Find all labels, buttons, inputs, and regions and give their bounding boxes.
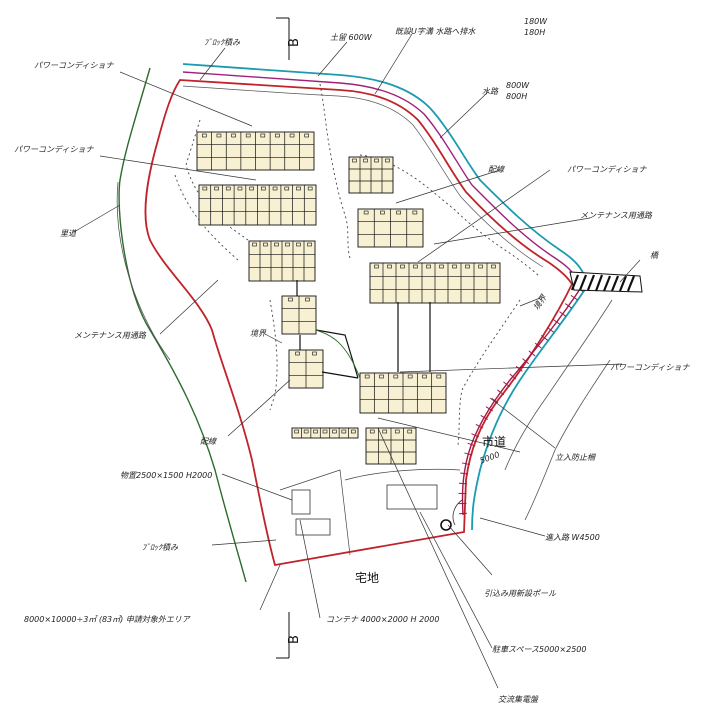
label-pcs-1: パワーコンディショナ <box>34 61 114 70</box>
label-boundary-right: 境界 <box>532 293 549 312</box>
label-parking: 駐車スペース5000×2500 <box>492 645 586 654</box>
fence-line <box>461 285 583 516</box>
label-pole: 引込み用新設ポール <box>484 589 557 598</box>
fence-tick <box>461 462 470 466</box>
label-ac-panel: 交流集電盤 <box>498 695 539 704</box>
ditch-line <box>182 71 579 283</box>
storage-shed <box>291 489 311 515</box>
panel-array <box>357 208 424 248</box>
label-ditch-180w: 180W <box>524 17 548 26</box>
panel-array <box>248 240 316 282</box>
label-city-road-width: 5000 <box>479 450 501 465</box>
panel-array <box>369 262 501 304</box>
entry-road-arc <box>452 499 463 526</box>
label-waterway-800w: 800W <box>506 81 530 90</box>
fence-tick <box>528 350 536 357</box>
label-storage: 物置2500×1500 H2000 <box>120 471 212 480</box>
label-entry-road: 進入路 W4500 <box>545 533 600 542</box>
label-pcs-2: パワーコンディショナ <box>14 145 94 154</box>
label-bridge: 橋 <box>650 251 659 260</box>
label-pcs-4: パワーコンディショナ <box>610 363 690 372</box>
fence-tick <box>570 294 578 301</box>
fence-tick <box>459 482 468 485</box>
site-boundary-line <box>144 79 574 567</box>
panel-array <box>198 184 317 226</box>
section-letter-bottom: B <box>287 635 302 644</box>
label-block-wall-top: ﾌﾞﾛｯｸ積み <box>204 38 241 47</box>
panel-array <box>288 349 324 389</box>
label-fill-600: 土留 600W <box>330 33 373 42</box>
fence-tick <box>491 397 499 404</box>
utility-pole-icon <box>440 519 452 531</box>
container-building <box>386 484 438 510</box>
label-maintenance-left: メンテナンス用通路 <box>74 331 147 340</box>
village-road-line <box>118 67 247 583</box>
fence-tick <box>564 303 573 309</box>
label-waterway: 水路 <box>482 87 499 96</box>
fence-tick <box>515 365 523 372</box>
leader-lines <box>73 33 641 689</box>
storage-box <box>295 518 331 536</box>
label-village-road: 里道 <box>60 229 77 238</box>
fence-tick <box>460 472 469 475</box>
section-mark-bottom: B <box>276 612 302 659</box>
site-boundary-inner <box>182 85 544 268</box>
waterway-outer-line <box>182 63 586 279</box>
label-existing-ditch: 既設U字溝 水路へ排水 <box>395 27 476 36</box>
label-wiring-left: 配線 <box>200 437 217 446</box>
label-wiring-top: 配線 <box>488 165 505 174</box>
wiring-lines <box>296 280 431 379</box>
maintenance-path-dotted <box>174 83 539 446</box>
panel-array <box>359 372 447 414</box>
fence-tick <box>553 319 561 325</box>
section-mark-top: B <box>276 17 302 60</box>
label-residential: 宅地 <box>355 570 379 585</box>
label-pcs-3: パワーコンディショナ <box>567 165 647 174</box>
label-excluded-area: 8000×10000÷3㎡ (83㎡) 申請対象外エリア <box>24 615 191 624</box>
panel-array <box>365 427 417 465</box>
fence-tick <box>485 406 493 412</box>
panel-array <box>281 295 317 335</box>
fence-tick <box>509 373 517 380</box>
fence-tick <box>464 452 473 456</box>
fence-tick <box>541 334 548 341</box>
label-fence: 立入防止柵 <box>555 453 596 462</box>
fence-tick <box>475 423 484 429</box>
label-maintenance-right: メンテナンス用通路 <box>580 211 653 220</box>
fence-tick <box>547 327 555 333</box>
fence-tick <box>467 442 476 447</box>
city-road-edge <box>504 299 613 521</box>
fence-tick <box>497 389 505 396</box>
fence-tick <box>522 358 530 365</box>
panel-array <box>291 427 359 439</box>
section-letter-top: B <box>287 38 302 47</box>
panel-array <box>348 156 394 194</box>
label-boundary-left: 境界 <box>250 329 267 338</box>
label-city-road: 市道 <box>482 434 506 449</box>
panel-array <box>196 131 315 171</box>
fence-tick <box>471 433 480 438</box>
fence-tick <box>503 381 511 388</box>
label-waterway-800h: 800H <box>506 92 527 101</box>
label-container: コンテナ 4000×2000 H 2000 <box>326 615 439 624</box>
bridge <box>569 271 643 293</box>
label-ditch-180h: 180H <box>524 28 545 37</box>
fence-tick <box>559 311 567 317</box>
residential-boundary <box>279 468 461 556</box>
solar-panel-arrays <box>196 131 501 465</box>
label-block-wall-bottom: ﾌﾞﾛｯｸ積み <box>142 543 179 552</box>
fence-tick <box>480 415 488 420</box>
city-road-line <box>471 281 591 531</box>
wiring-lines-green <box>315 329 361 379</box>
fence-tick <box>534 342 542 349</box>
